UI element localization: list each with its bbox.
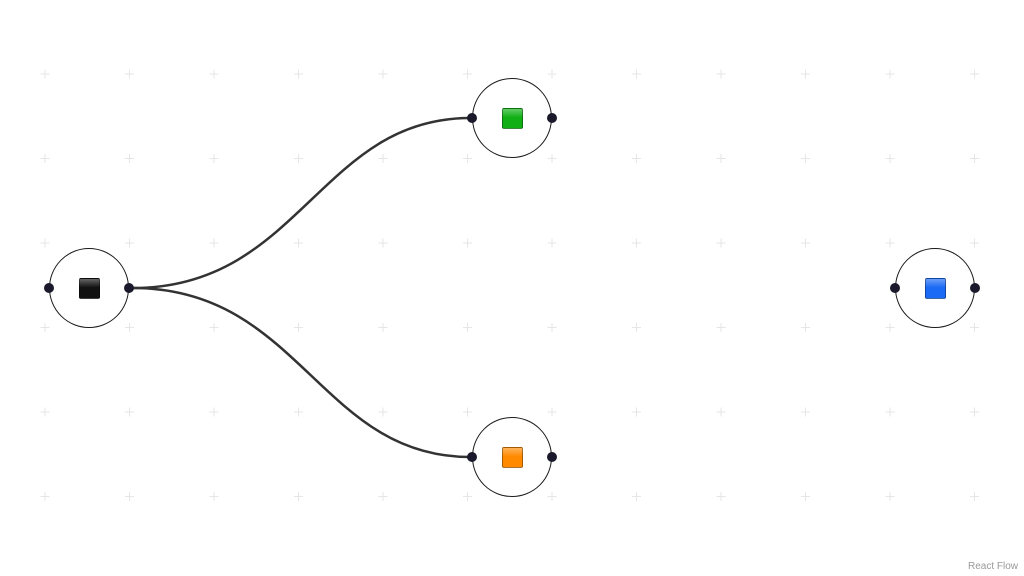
grid-cross [716,492,726,501]
grid-cross [885,238,895,248]
grid-cross [40,238,50,248]
grid-cross [885,407,895,417]
grid-cross [970,407,979,417]
color-swatch-blue [924,277,946,299]
grid-cross [716,238,726,248]
grid-cross [885,69,895,79]
grid-cross [463,407,472,417]
grid-cross [40,69,50,79]
node-blue[interactable] [890,248,980,328]
grid-cross [801,323,810,332]
grid-cross [378,323,388,332]
grid-cross [463,154,472,163]
source-handle[interactable] [547,113,557,123]
grid-cross [970,154,979,163]
target-handle[interactable] [467,452,477,462]
grid-cross [378,69,388,79]
grid-cross [716,323,726,332]
attribution-link[interactable]: React Flow [964,559,1021,574]
grid-cross [885,323,895,332]
source-handle[interactable] [547,452,557,462]
grid-cross [294,238,303,248]
grid-cross [209,323,219,332]
grid-cross [463,323,472,332]
target-handle[interactable] [44,283,54,293]
grid-cross [378,492,388,501]
grid-cross [40,323,50,332]
grid-cross [294,154,303,163]
grid-cross [716,154,726,163]
color-swatch-orange [501,446,523,468]
grid-cross [294,323,303,332]
grid-cross [40,154,50,163]
grid-cross [632,69,641,79]
grid-cross [40,407,50,417]
grid-cross [40,492,50,501]
grid-cross [801,154,810,163]
grid-cross [547,323,557,332]
grid-cross [547,492,557,501]
grid-cross [125,407,134,417]
grid-cross [125,323,134,332]
grid-cross [632,323,641,332]
grid-cross [885,154,895,163]
node-black[interactable] [44,248,134,328]
grid-cross [716,69,726,79]
grid-cross [547,407,557,417]
node-green[interactable] [467,78,557,158]
grid-cross [125,238,134,248]
edge-black-to-orange[interactable] [132,286,471,459]
grid-cross [125,492,134,501]
grid-cross [632,407,641,417]
grid-cross [547,238,557,248]
grid-cross [209,407,219,417]
target-handle[interactable] [467,113,477,123]
grid-cross [209,238,219,248]
grid-cross [970,323,979,332]
grid-cross [801,492,810,501]
grid-cross [294,69,303,79]
grid-cross [294,407,303,417]
edge-black-to-green[interactable] [132,116,471,290]
grid-cross [463,492,472,501]
grid-cross [716,407,726,417]
grid-cross [970,238,979,248]
grid-cross [209,154,219,163]
grid-cross [463,69,472,79]
grid-cross [209,69,219,79]
grid-cross [885,492,895,501]
grid-cross [209,492,219,501]
grid-cross [970,69,979,79]
source-handle[interactable] [970,283,980,293]
grid-cross [801,238,810,248]
grid-cross [632,238,641,248]
grid-cross [125,154,134,163]
grid-cross [547,69,557,79]
grid-cross [294,492,303,501]
grid-cross [463,238,472,248]
node-orange[interactable] [467,417,557,497]
grid-cross [378,407,388,417]
source-handle[interactable] [124,283,134,293]
grid-cross [378,154,388,163]
target-handle[interactable] [890,283,900,293]
grid-cross [547,154,557,163]
grid-cross [632,154,641,163]
grid-cross [970,492,979,501]
grid-cross [801,407,810,417]
grid-cross [632,492,641,501]
color-swatch-green [501,107,523,129]
grid-cross [125,69,134,79]
grid-cross [378,238,388,248]
color-swatch-black [78,277,100,299]
grid-cross [801,69,810,79]
